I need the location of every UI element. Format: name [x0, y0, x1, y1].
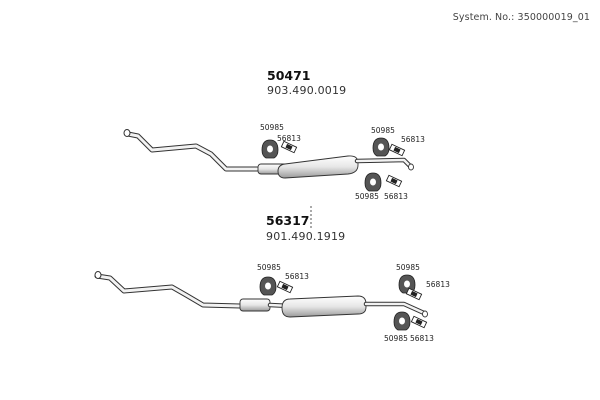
mounting-clip-icon	[385, 174, 403, 188]
system-number: System. No.: 350000019_01	[452, 12, 590, 23]
lower-pipe-inlet	[94, 271, 102, 279]
part-number-upper: 50471	[267, 68, 311, 83]
lower-front-pipe	[94, 273, 243, 309]
oem-number-lower: 901.490.1919	[266, 230, 346, 243]
mounting-clip-icon	[410, 315, 428, 329]
mounting-clip-icon	[405, 287, 423, 301]
upper-front-pipe	[125, 131, 263, 172]
callout-hanger-upper-right: 50985	[371, 126, 395, 135]
callout-clip-upper-left: 56813	[277, 134, 301, 143]
callout-hanger-lower-right: 50985	[396, 263, 420, 272]
upper-rear-muffler	[277, 155, 359, 179]
rubber-hanger-icon	[261, 139, 279, 159]
callout-hanger-lower-bottom: 50985	[384, 334, 408, 343]
rubber-hanger-icon	[259, 276, 277, 296]
oem-number-upper: 903.490.0019	[267, 84, 347, 97]
lower-front-muffler	[239, 298, 271, 312]
callout-clip-lower-right: 56813	[426, 280, 450, 289]
rubber-hanger-icon	[364, 172, 382, 192]
part-number-lower: 56317	[266, 213, 310, 228]
rubber-hanger-icon	[372, 137, 390, 157]
lower-exhaust-assembly	[94, 271, 428, 318]
rubber-hanger-icon	[398, 274, 416, 294]
upper-pipe-inlet	[123, 129, 131, 137]
callout-hanger-upper-bottom: 50985	[355, 192, 379, 201]
upper-exhaust-assembly	[123, 129, 414, 179]
rubber-hanger-icon	[393, 311, 411, 331]
callout-clip-upper-bottom: 56813	[384, 192, 408, 201]
callout-clip-lower-left: 56813	[285, 272, 309, 281]
callout-clip-lower-bottom: 56813	[410, 334, 434, 343]
mounting-clip-icon	[276, 280, 294, 294]
mounting-clip-icon	[280, 140, 298, 154]
callout-hanger-lower-left: 50985	[257, 263, 281, 272]
lower-rear-muffler	[281, 295, 367, 318]
callout-hanger-upper-left: 50985	[260, 123, 284, 132]
callout-clip-upper-right: 56813	[401, 135, 425, 144]
mounting-clip-icon	[388, 143, 406, 157]
